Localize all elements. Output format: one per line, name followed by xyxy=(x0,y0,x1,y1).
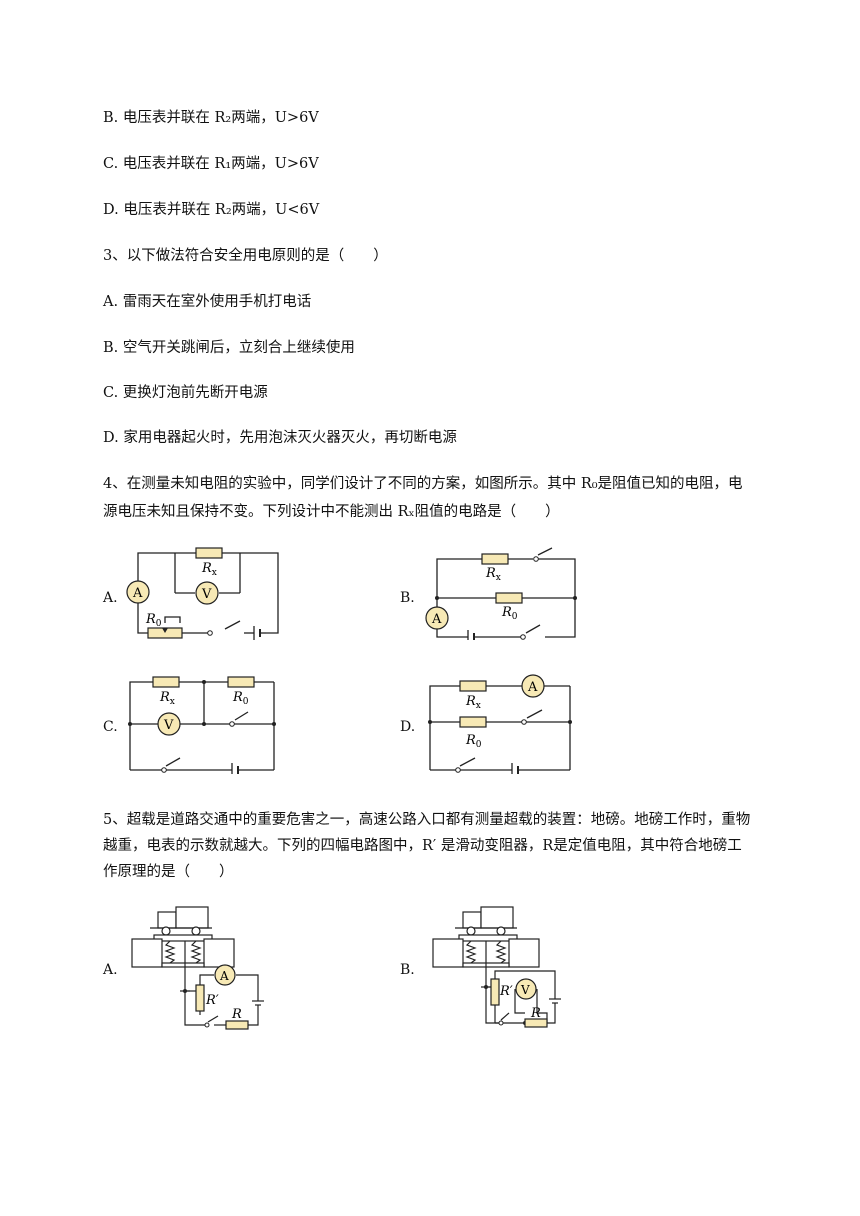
rprime-label: R′ xyxy=(205,993,219,1008)
r-label: R xyxy=(530,1006,541,1021)
r0-resistor xyxy=(459,716,487,728)
q4-stem-line1: 4、在测量未知电阻的实验中，同学们设计了不同的方案，如图所示。其中 R₀是阻值已… xyxy=(103,476,743,492)
r-resistor xyxy=(225,1020,249,1030)
ammeter-label: A xyxy=(219,969,229,983)
rx-label: Rx xyxy=(465,694,481,711)
r0-resistor xyxy=(495,592,523,604)
q3-option-b: B. 空气开关跳闸后，立刻合上继续使用 xyxy=(103,340,355,356)
q4-circuit-c: V Rx R0 xyxy=(128,676,276,774)
q5-stem-line1: 5、超载是道路交通中的重要危害之一，高速公路入口都有测量超载的装置：地磅。地磅工… xyxy=(103,812,751,828)
q3-option-a: A. 雷雨天在室外使用手机打电话 xyxy=(103,294,312,310)
rx-label: Rx xyxy=(485,566,501,583)
voltmeter-label: V xyxy=(201,587,212,602)
q3-option-c: C. 更换灯泡前先断开电源 xyxy=(103,385,268,401)
q2-option-d: D. 电压表并联在 R₂两端，U<6V xyxy=(103,202,320,218)
q4-option-b-label: B. xyxy=(400,590,415,606)
r0-label: R0 xyxy=(145,612,162,629)
q2-option-c: C. 电压表并联在 R₁两端，U>6V xyxy=(103,156,319,172)
ammeter-label: A xyxy=(527,680,538,695)
r0-label: R0 xyxy=(232,690,249,707)
q4-option-a-label: A. xyxy=(103,590,118,606)
r0-resistor xyxy=(227,676,255,688)
voltmeter-icon xyxy=(157,712,181,736)
ammeter-icon xyxy=(425,606,449,630)
ammeter-label: A xyxy=(431,612,442,627)
voltmeter-icon xyxy=(195,581,219,605)
q5-weighbridge-b: V R′ R xyxy=(432,906,561,1028)
ammeter-icon xyxy=(126,580,150,604)
q5-stem-line3: 作原理的是（ ） xyxy=(103,864,234,880)
r0-label: R0 xyxy=(465,733,482,750)
voltmeter-label: V xyxy=(520,983,530,997)
voltmeter-icon xyxy=(515,978,537,1000)
q5-option-b-label: B. xyxy=(400,962,415,978)
q5-stem-line2: 越重，电表的示数就越大。下列的四幅电路图中，R′ 是滑动变阻器，R是定值电阻，其… xyxy=(103,838,742,854)
q2-option-b: B. 电压表并联在 R₂两端，U>6V xyxy=(103,110,319,126)
q4-circuit-d: A Rx R0 xyxy=(428,674,572,774)
r0-label: R0 xyxy=(501,605,518,622)
q4-option-d-label: D. xyxy=(400,719,416,735)
ammeter-label: A xyxy=(132,586,143,601)
r-label: R xyxy=(231,1007,242,1022)
r-resistor xyxy=(524,1018,548,1028)
rprime-label: R′ xyxy=(499,984,513,999)
q3-stem: 3、以下做法符合安全用电原则的是（ ） xyxy=(103,248,388,264)
ammeter-icon xyxy=(214,964,236,986)
rx-resistor xyxy=(195,547,223,559)
q4-option-c-label: C. xyxy=(103,719,118,735)
rx-resistor xyxy=(459,680,487,692)
rx-label: Rx xyxy=(159,690,175,707)
rx-label: Rx xyxy=(201,561,217,578)
q5-weighbridge-a: A R′ R xyxy=(131,906,264,1030)
q4-circuit-a: A V Rx R0 xyxy=(126,547,279,640)
q5-option-a-label: A. xyxy=(103,962,118,978)
q4-stem-line2: 源电压未知且保持不变。下列设计中不能测出 Rₓ阻值的电路是（ ） xyxy=(103,504,560,520)
q4-circuit-b: A Rx R0 xyxy=(425,547,577,640)
rx-resistor xyxy=(481,553,509,565)
ammeter-icon xyxy=(521,674,545,698)
rx-resistor xyxy=(152,676,180,688)
voltmeter-label: V xyxy=(163,718,174,733)
q3-option-d: D. 家用电器起火时，先用泡沫灭火器灭火，再切断电源 xyxy=(103,430,457,446)
